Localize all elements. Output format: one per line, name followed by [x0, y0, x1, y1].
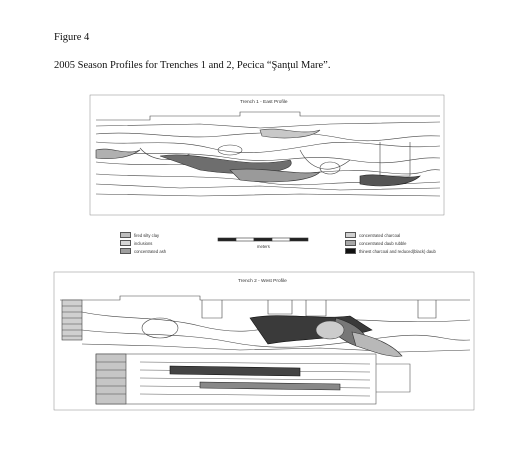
legend-item: fired silty clay [120, 232, 159, 238]
figure-label: Figure 4 [54, 32, 90, 43]
legend-label: fired silty clay [134, 232, 160, 238]
trench1-title: Trench 1 - East Profile [240, 100, 288, 105]
legend-item: concentrated daub rubble [345, 240, 407, 246]
legend-label: concentrated ash [134, 248, 167, 254]
legend-label: inclusions [134, 240, 153, 246]
legend-item: thinest charcoal and reduced(black) daub [345, 248, 436, 254]
trench1-profile-drawing [89, 94, 445, 216]
figure-caption: 2005 Season Profiles for Trenches 1 and … [54, 60, 331, 71]
trench2-profile-drawing [53, 271, 475, 411]
legend-item: concentrated ash [120, 248, 166, 254]
legend-swatch [120, 240, 131, 246]
legend-label: thinest charcoal and reduced(black) daub [359, 248, 436, 254]
legend-label: concentrated charcoal [359, 232, 401, 238]
legend-swatch [120, 232, 131, 238]
legend-swatch [345, 240, 356, 246]
legend-item: concentrated charcoal [345, 232, 400, 238]
legend-label: concentrated daub rubble [359, 240, 407, 246]
trench2-title: Trench 2 - West Profile [238, 279, 287, 284]
scale-label: meters [257, 244, 270, 249]
legend-swatch [345, 248, 356, 254]
legend-item: inclusions [120, 240, 152, 246]
scale-bar [217, 237, 309, 242]
legend-swatch [345, 232, 356, 238]
legend-swatch [120, 248, 131, 254]
